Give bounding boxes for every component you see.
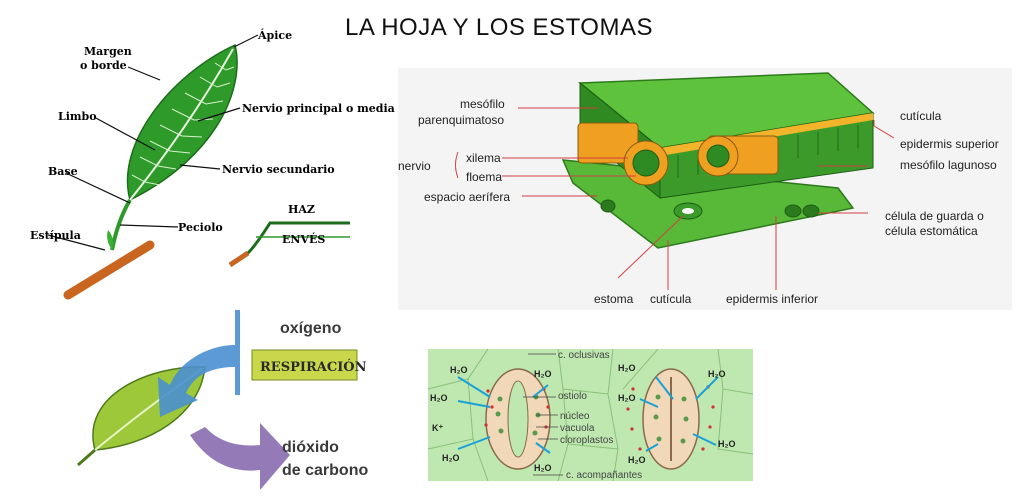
- label-respiration: RESPIRACIÓN: [260, 358, 367, 375]
- label-co2-1: dióxido: [282, 439, 339, 456]
- svg-text:H₂O: H₂O: [534, 369, 552, 379]
- stipule: [107, 230, 113, 250]
- petiole: [110, 198, 132, 251]
- label-upper-epidermis: epidermis superior: [900, 137, 999, 151]
- label-secondary-vein: Nervio secundario: [222, 163, 335, 176]
- cross-section-pointers: [502, 107, 895, 290]
- label-stoma: estoma: [594, 292, 634, 306]
- haz-enves-diagram: [229, 221, 350, 267]
- label-oxygen: oxígeno: [280, 320, 342, 337]
- svg-text:H₂O: H₂O: [442, 453, 460, 463]
- midrib: [129, 48, 234, 201]
- stomata-background: [428, 349, 753, 481]
- label-chloroplasts: cloroplastos: [560, 435, 613, 446]
- label-cuticle-bottom: cutícula: [650, 292, 692, 306]
- secondary-veins: [131, 62, 235, 186]
- label-occlusive: c. oclusivas: [558, 350, 610, 361]
- label-guard-cell-1: célula de guarda o: [885, 209, 984, 223]
- svg-text:H₂O: H₂O: [618, 363, 636, 373]
- label-vacuole: vacuola: [560, 423, 595, 434]
- svg-text:H₂O: H₂O: [618, 393, 636, 403]
- co2-arrow: [190, 423, 290, 490]
- label-upper-side: HAZ: [288, 203, 315, 216]
- label-vein: nervio: [398, 159, 431, 173]
- open-stoma: [485, 368, 551, 470]
- leaf-anatomy-diagram: Margen o borde Ápice Limbo Nervio princi…: [30, 28, 395, 300]
- label-guard-cell-2: célula estomática: [885, 224, 978, 238]
- respiration-diagram: RESPIRACIÓN oxígeno dióxido de carbono: [77, 310, 368, 490]
- label-margin-1: Margen: [84, 45, 132, 58]
- label-air-space: espacio aerífera: [424, 190, 510, 204]
- svg-text:H₂O: H₂O: [718, 439, 736, 449]
- label-mesophyll-2: parenquimatoso: [418, 113, 504, 127]
- label-phloem: floema: [466, 170, 502, 184]
- label-nucleus: núcleo: [560, 411, 590, 422]
- respiration-box: [251, 349, 358, 381]
- label-main-vein: Nervio principal o medial: [242, 102, 395, 115]
- vein-bundle-right: [697, 135, 779, 177]
- stomata-pointers: [523, 353, 563, 476]
- svg-text:H₂O: H₂O: [708, 369, 726, 379]
- label-companion: c. acompañantes: [566, 470, 642, 481]
- label-blade: Limbo: [58, 110, 97, 123]
- svg-text:H₂O: H₂O: [534, 463, 552, 473]
- petiole-inset: [228, 250, 250, 268]
- label-base: Base: [48, 165, 78, 178]
- oxygen-arrow: [158, 310, 240, 417]
- branch: [63, 240, 155, 300]
- label-under-side: ENVÉS: [282, 232, 325, 246]
- label-apex: Ápice: [257, 28, 292, 42]
- page-title: LA HOJA Y LOS ESTOMAS: [345, 14, 653, 41]
- respiration-leaf-stem: [77, 448, 96, 467]
- water-arrows: [457, 376, 719, 454]
- closed-stoma: [642, 368, 700, 470]
- svg-text:H₂O: H₂O: [430, 393, 448, 403]
- label-co2-2: de carbono: [282, 462, 368, 479]
- label-lower-epidermis: epidermis inferior: [726, 292, 818, 306]
- leaf-cross-section-diagram: mesófilo parenquimatoso nervio xilema fl…: [398, 68, 1012, 310]
- vein-bracket: [455, 151, 459, 179]
- water-labels: H₂O H₂O H₂O H₂O H₂O H₂O H₂O H₂O H₂O H₂O …: [430, 363, 736, 473]
- vein-bundle-left: [577, 122, 669, 186]
- label-spongy-mesophyll: mesófilo lagunoso: [900, 158, 997, 172]
- svg-text:H₂O: H₂O: [628, 455, 646, 465]
- label-margin-2: o borde: [80, 59, 127, 72]
- stomata-pores: [600, 199, 820, 220]
- label-ostiole: ostiolo: [558, 391, 587, 402]
- leaf-blade: [126, 43, 238, 202]
- leaf-pointers: [47, 34, 259, 251]
- label-stipule: Estípula: [30, 229, 81, 242]
- label-potassium: K⁺: [432, 423, 443, 433]
- label-cuticle-top: cutícula: [900, 109, 942, 123]
- stomata-diagram: c. oclusivas ostiolo núcleo vacuola clor…: [428, 349, 753, 481]
- label-mesophyll-1: mesófilo: [460, 97, 505, 111]
- companion-cells: [428, 349, 753, 481]
- label-petiole: Peciolo: [178, 221, 223, 234]
- label-xylem: xilema: [466, 151, 501, 165]
- svg-text:H₂O: H₂O: [450, 365, 468, 375]
